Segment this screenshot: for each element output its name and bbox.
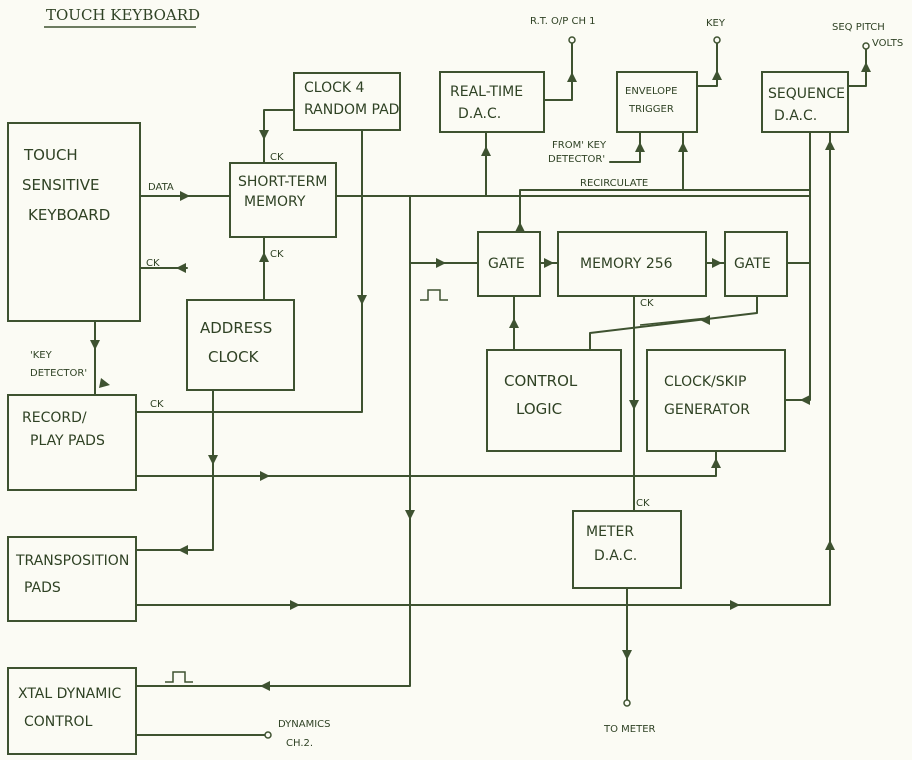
sequence-dac-label-2: D.A.C. — [774, 108, 817, 124]
gate-left-label: GATE — [488, 256, 525, 272]
clock-random-label-1: CLOCK 4 — [304, 80, 365, 96]
diagram-title: TOUCH KEYBOARD — [46, 6, 200, 24]
key-output-label: KEY — [706, 18, 726, 29]
meter-dac-block: METER D.A.C. — [572, 510, 682, 589]
clock-random-pad-block: CLOCK 4 RANDOM PAD — [293, 72, 401, 131]
xtal-label-1: XTAL DYNAMIC — [18, 686, 121, 702]
envelope-label-1: ENVELOPE — [625, 86, 677, 97]
short-term-label-2: MEMORY — [244, 194, 306, 210]
data-label: DATA — [148, 182, 174, 193]
control-logic-label-2: LOGIC — [516, 400, 562, 418]
clock-skip-generator-block: CLOCK/SKIP GENERATOR — [646, 349, 786, 452]
record-play-pads-block: RECORD/ PLAY PADS — [7, 394, 137, 491]
clock-skip-label-1: CLOCK/SKIP — [664, 374, 746, 390]
sequence-dac-label-1: SEQUENCE — [768, 86, 845, 102]
gate-right-block: GATE — [724, 231, 788, 297]
memory-label: MEMORY 256 — [580, 256, 673, 272]
key-detector-label-2: DETECTOR' — [30, 368, 87, 379]
control-logic-block: CONTROL LOGIC — [486, 349, 622, 452]
dynamics-label-1: DYNAMICS — [278, 719, 331, 730]
short-term-label-1: SHORT-TERM — [238, 174, 327, 190]
ck-label-record: CK — [150, 399, 164, 410]
ck-label-short-term: CK — [270, 152, 284, 163]
short-term-memory-block: SHORT-TERM MEMORY — [229, 162, 337, 238]
address-clock-label-1: ADDRESS — [200, 319, 272, 337]
realtime-dac-label-1: REAL-TIME — [450, 84, 523, 100]
gate-left-block: GATE — [477, 231, 541, 297]
envelope-label-2: TRIGGER — [628, 104, 674, 115]
seq-pitch-label-2: VOLTS — [872, 38, 903, 49]
xtal-dynamic-control-block: XTAL DYNAMIC CONTROL — [7, 667, 137, 755]
meter-terminal — [623, 699, 631, 707]
envelope-trigger-block: ENVELOPE TRIGGER — [616, 71, 698, 133]
key-detector-label-1: 'KEY — [30, 350, 53, 361]
keyboard-label-1: TOUCH — [23, 146, 78, 164]
recirculate-label: RECIRCULATE — [580, 178, 648, 189]
ck-label-keyboard: CK — [146, 258, 160, 269]
from-key-detector-label-1: FROM' KEY — [552, 140, 607, 151]
ck-label-meter: CK — [636, 498, 650, 509]
pulse-symbol-xtal — [165, 671, 193, 683]
address-clock-label-2: CLOCK — [208, 348, 260, 366]
meter-dac-label-1: METER — [586, 524, 634, 540]
rt-output-label: R.T. O/P CH 1 — [530, 16, 596, 27]
dynamics-terminal — [264, 731, 272, 739]
keyboard-label-3: KEYBOARD — [28, 206, 110, 224]
pulse-symbol-bus — [420, 289, 448, 301]
real-time-dac-block: REAL-TIME D.A.C. — [439, 71, 545, 133]
ck-label-address: CK — [270, 249, 284, 260]
transposition-pads-block: TRANSPOSITION PADS — [7, 536, 137, 622]
rt-output-terminal — [568, 36, 576, 44]
transposition-label-1: TRANSPOSITION — [15, 553, 129, 569]
memory-256-block: MEMORY 256 — [557, 231, 707, 297]
transposition-label-2: PADS — [24, 580, 61, 596]
dynamics-label-2: CH.2. — [286, 738, 313, 749]
seq-pitch-label-1: SEQ PITCH — [832, 22, 885, 33]
arrowheads — [90, 62, 871, 691]
from-key-detector-label-2: DETECTOR' — [548, 154, 605, 165]
sequence-dac-block: SEQUENCE D.A.C. — [761, 71, 849, 133]
gate-right-label: GATE — [734, 256, 771, 272]
clock-random-label-2: RANDOM PAD — [304, 102, 399, 118]
keyboard-label-2: SENSITIVE — [22, 176, 100, 194]
control-logic-label-1: CONTROL — [504, 372, 578, 390]
record-play-label-1: RECORD/ — [22, 410, 87, 426]
xtal-label-2: CONTROL — [24, 714, 93, 730]
touch-sensitive-keyboard-block: TOUCH SENSITIVE KEYBOARD — [7, 122, 141, 322]
key-output-terminal — [713, 36, 721, 44]
record-play-label-2: PLAY PADS — [30, 433, 105, 449]
to-meter-label: TO METER — [603, 724, 656, 735]
connection-lines — [94, 41, 867, 736]
address-clock-block: ADDRESS CLOCK — [186, 299, 295, 391]
clock-skip-label-2: GENERATOR — [664, 402, 750, 418]
realtime-dac-label-2: D.A.C. — [458, 106, 501, 122]
seq-pitch-terminal — [862, 42, 870, 50]
ck-label-memory: CK — [640, 298, 654, 309]
output-terminals — [264, 36, 870, 739]
meter-dac-label-2: D.A.C. — [594, 548, 637, 564]
